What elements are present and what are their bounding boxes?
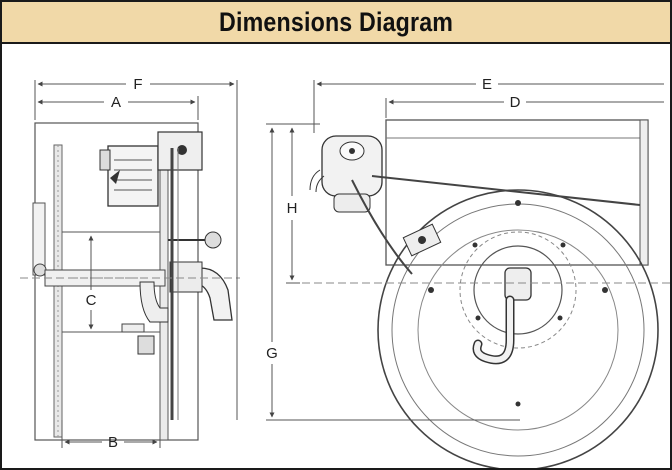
motor-warning-icon <box>110 170 120 184</box>
front-chain-bottom <box>351 179 413 275</box>
diagram-title: Dimensions Diagram <box>218 6 454 37</box>
front-view <box>266 80 670 468</box>
dim-label-g: G <box>266 345 278 362</box>
dim-label-f: F <box>133 76 142 93</box>
front-swivel <box>504 267 532 301</box>
side-view <box>20 80 240 448</box>
front-chain-top <box>371 175 641 206</box>
drain-cup <box>137 335 155 355</box>
front-hose <box>474 297 513 363</box>
dim-label-h: H <box>287 200 298 217</box>
diagram-header: Dimensions Diagram <box>2 2 670 44</box>
dim-label-e: E <box>482 76 492 93</box>
inlet-elbow <box>139 281 169 323</box>
side-bolt <box>33 263 47 277</box>
swivel-body <box>169 261 203 293</box>
hub-outer <box>473 245 563 335</box>
hub-dash-circle <box>459 231 577 349</box>
reel-outer <box>377 189 659 468</box>
right-flange <box>159 139 169 441</box>
gear-box <box>157 131 203 171</box>
motor-end <box>99 149 111 171</box>
valve-handle <box>204 231 222 249</box>
gear-hub <box>177 145 187 155</box>
dim-label-b: B <box>108 434 118 451</box>
reel-drum <box>417 229 619 431</box>
dim-label-a: A <box>111 94 121 111</box>
dim-label-c: C <box>86 292 97 309</box>
dim-label-d: D <box>510 94 521 111</box>
swivel-elbow <box>197 267 233 321</box>
